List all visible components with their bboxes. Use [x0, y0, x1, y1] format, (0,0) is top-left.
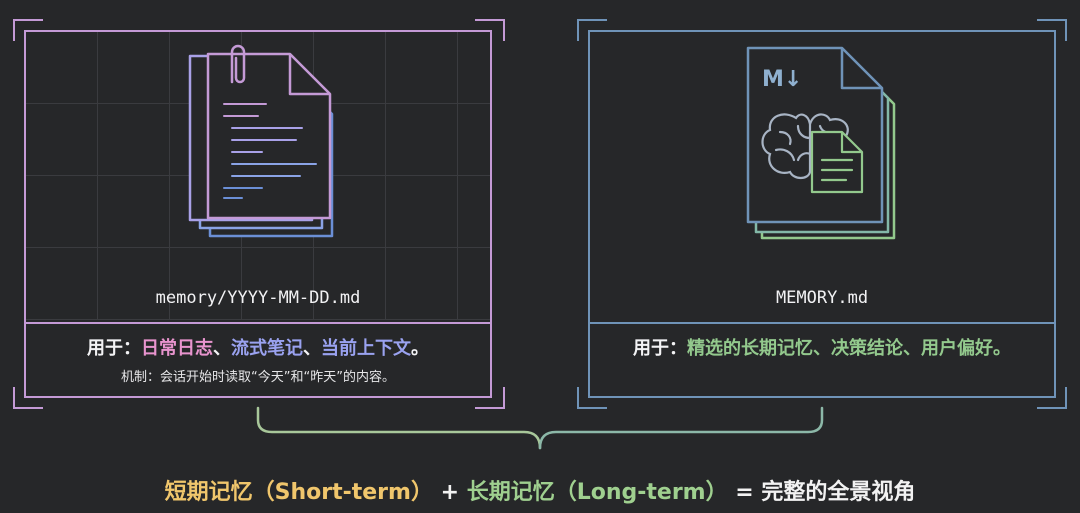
usage-end: 。: [411, 338, 429, 359]
usage-label: 用于：: [87, 338, 141, 359]
corner-bracket: [577, 19, 607, 41]
corner-bracket: [13, 19, 43, 41]
brain-icon: [761, 113, 849, 180]
usage-current-context: 当前上下文: [321, 338, 411, 359]
paperclip-icon: [230, 44, 246, 84]
corner-bracket: [1037, 387, 1067, 409]
long-term-memory-card: MEMORY.md 用于：精选的长期记忆、决策结论、用户偏好。: [588, 30, 1056, 398]
usage-separator: 、: [303, 338, 321, 359]
usage-label: 用于：: [633, 338, 687, 359]
equals-result: = 完整的全景视角: [727, 480, 916, 505]
notes-document-icon: [810, 130, 864, 194]
daily-memory-filename: memory/YYYY-MM-DD.md: [155, 288, 361, 308]
usage-stream-notes: 流式笔记: [231, 338, 303, 359]
usage-separator: 、: [213, 338, 231, 359]
corner-bracket: [13, 387, 43, 409]
corner-bracket: [475, 387, 505, 409]
memory-filename: MEMORY.md: [775, 288, 869, 308]
stacked-document-icon: [188, 52, 334, 238]
short-term-usage-line: 用于：日常日志、流式笔记、当前上下文。: [26, 334, 490, 360]
corner-bracket: [475, 19, 505, 41]
short-term-memory-card: memory/YYYY-MM-DD.md 用于：日常日志、流式笔记、当前上下文。…: [24, 30, 492, 398]
corner-bracket: [1037, 19, 1067, 41]
mechanism-line: 机制：会话开始时读取“今天”和“昨天”的内容。: [121, 370, 395, 385]
markdown-icon: M↓: [762, 67, 802, 92]
usage-daily-log: 日常日志: [141, 338, 213, 359]
long-term-usage-line: 用于：精选的长期记忆、决策结论、用户偏好。: [590, 334, 1054, 360]
plus-sign: +: [432, 480, 467, 505]
long-term-label: 长期记忆（Long-term）: [466, 480, 728, 505]
usage-curated-items: 精选的长期记忆、决策结论、用户偏好。: [687, 338, 1011, 359]
short-term-label: 短期记忆（Short-term）: [164, 480, 433, 505]
summary-equation: 短期记忆（Short-term） + 长期记忆（Long-term） = 完整的…: [0, 474, 1080, 506]
card-divider: [26, 322, 490, 324]
corner-bracket: [577, 387, 607, 409]
combine-brace: [256, 406, 824, 450]
card-divider: [590, 322, 1054, 324]
